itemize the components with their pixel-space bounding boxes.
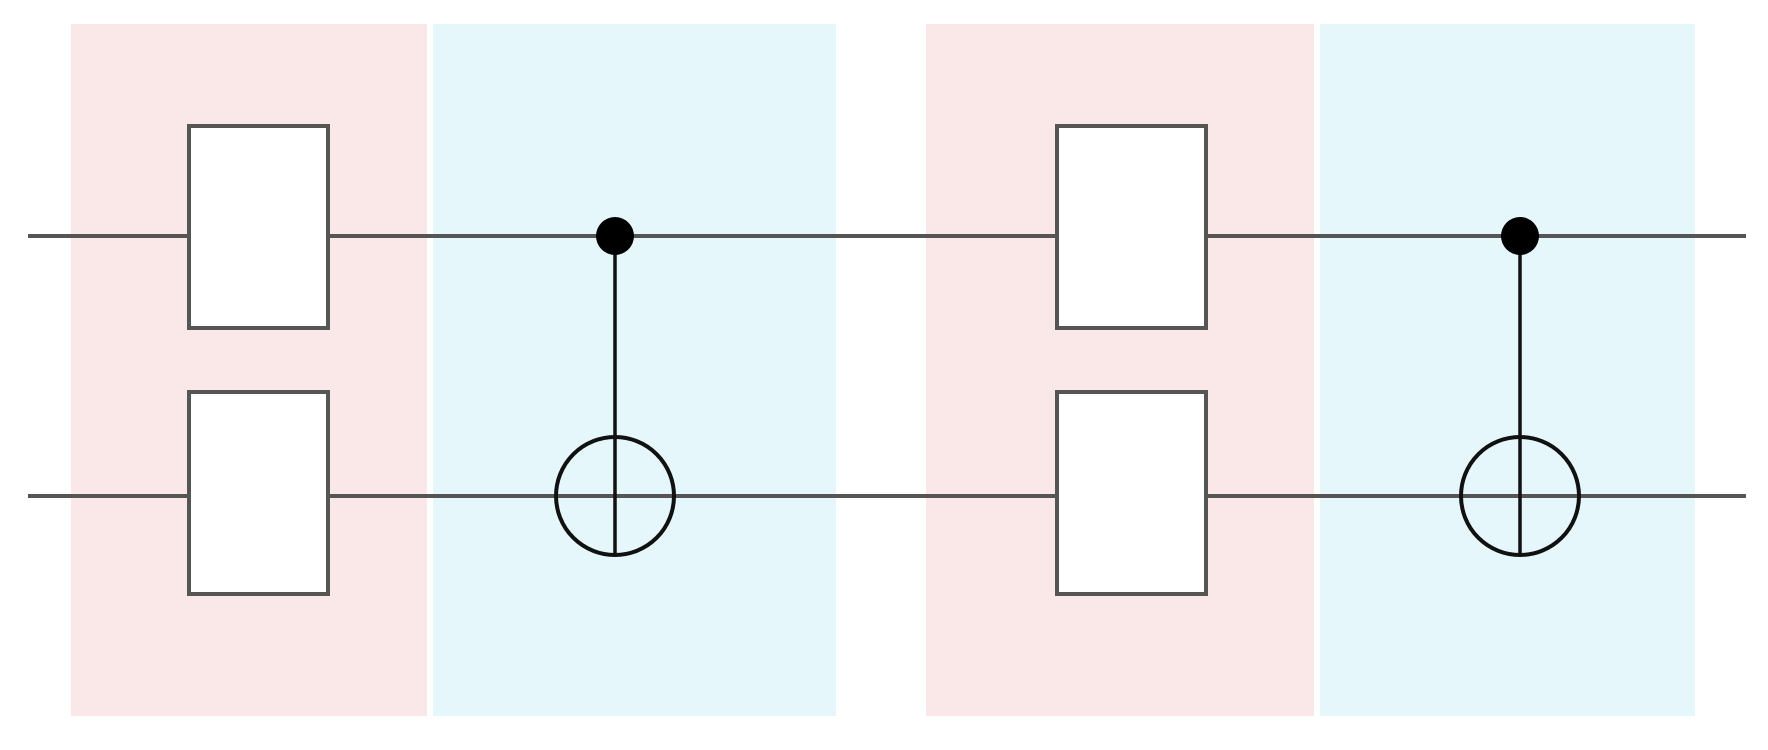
gate-box	[1055, 124, 1208, 330]
cnot-control-dot	[596, 217, 634, 255]
cnot-target-icon	[554, 435, 676, 557]
cnot-target-icon	[1459, 435, 1581, 557]
gate-box	[1055, 390, 1208, 596]
gate-box	[187, 124, 330, 330]
entangling-layer-background	[1320, 24, 1695, 716]
cnot-control-dot	[1501, 217, 1539, 255]
gate-box	[187, 390, 330, 596]
entangling-layer-background	[433, 24, 836, 716]
